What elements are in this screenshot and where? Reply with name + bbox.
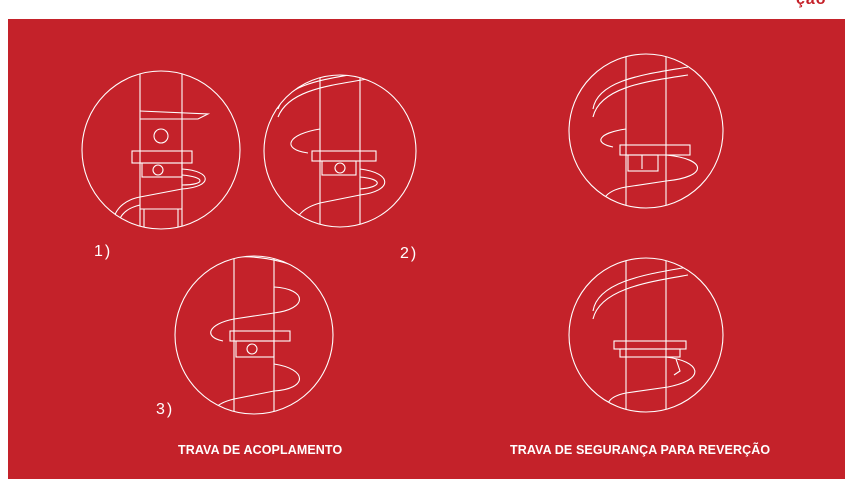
auger-coupling-step-2 <box>263 74 417 228</box>
auger-safety-lock-top <box>568 53 724 209</box>
illustrations <box>81 53 724 415</box>
step-label-2: 2) <box>400 245 419 262</box>
cropped-header-strip: ção <box>0 0 847 18</box>
diagram-panel: 1) 2) 3) TRAVA DE ACOPLAMENTO TRAVA DE S… <box>8 19 845 479</box>
auger-safety-lock-bottom <box>568 257 724 413</box>
cropped-header-text: ção <box>796 0 827 9</box>
step-label-3: 3) <box>156 401 175 418</box>
auger-coupling-step-3 <box>174 255 334 415</box>
auger-coupling-step-1 <box>81 70 241 230</box>
caption-coupling-lock: TRAVA DE ACOPLAMENTO <box>178 443 343 457</box>
step-label-1: 1) <box>94 243 113 260</box>
caption-safety-lock: TRAVA DE SEGURANÇA PARA REVERÇÃO <box>510 443 771 457</box>
